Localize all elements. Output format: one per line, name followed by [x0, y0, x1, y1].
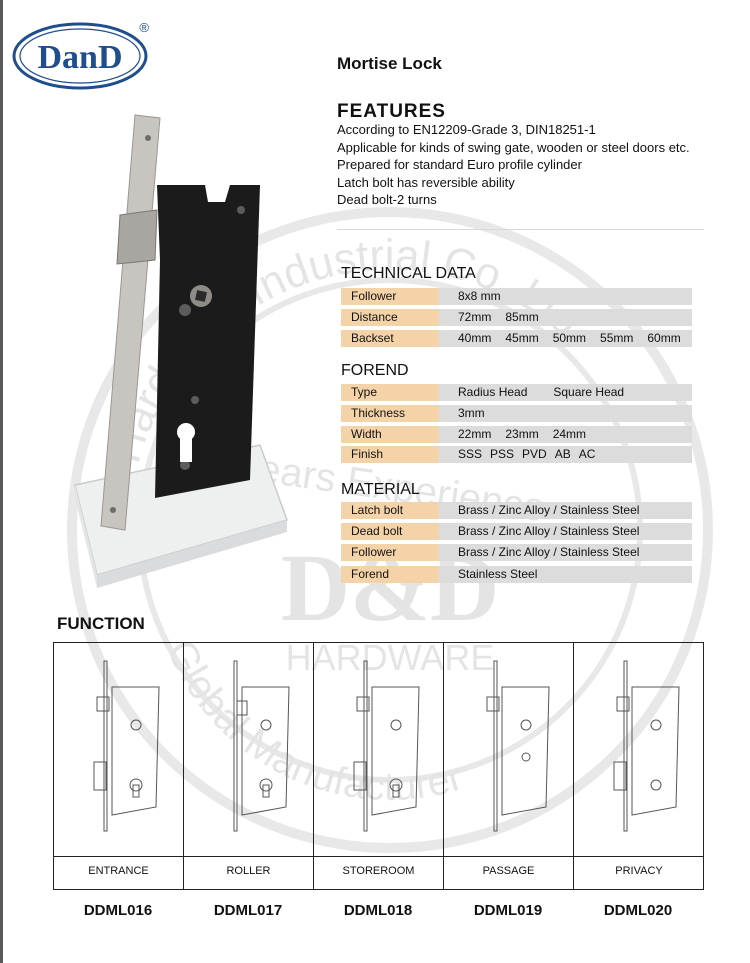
feature-item: Dead bolt-2 turns — [337, 192, 437, 208]
spec-row-dead-bolt: Dead bolt Brass / Zinc Alloy / Stainless… — [341, 523, 692, 540]
function-title: FUNCTION — [57, 614, 145, 633]
spec-row-material-follower: Follower Brass / Zinc Alloy / Stainless … — [341, 544, 692, 561]
mortise-lock-photo — [74, 114, 288, 588]
material-title: MATERIAL — [341, 481, 420, 498]
registered-mark: ® — [139, 20, 149, 35]
function-cell-entrance: ENTRANCE — [54, 643, 184, 889]
lock-diagram-icon — [93, 660, 160, 832]
features-list: According to EN12209-Grade 3, DIN18251-1… — [337, 121, 690, 209]
spec-label: Type — [341, 384, 439, 401]
spec-label: Width — [341, 426, 439, 443]
function-divider — [314, 856, 443, 857]
spec-row-forend: Forend Stainless Steel — [341, 566, 692, 583]
lock-diagram-icon — [486, 660, 550, 832]
function-label: ENTRANCE — [88, 865, 149, 877]
function-label: PRIVACY — [615, 865, 663, 877]
technical-data-title: TECHNICAL DATA — [341, 265, 476, 282]
section-divider — [337, 229, 704, 230]
model-number: DDML020 — [603, 902, 673, 919]
lock-diagram-icon — [233, 660, 290, 832]
lock-diagram-icon — [353, 660, 420, 832]
forend-title: FOREND — [341, 362, 409, 379]
feature-item: According to EN12209-Grade 3, DIN18251-1 — [337, 122, 596, 137]
feature-item: Prepared for standard Euro profile cylin… — [337, 157, 582, 173]
spec-label: Forend — [341, 566, 439, 583]
spec-values: Stainless Steel — [458, 567, 538, 581]
model-number: DDML018 — [343, 902, 413, 919]
function-divider — [54, 856, 183, 857]
spec-label: Finish — [341, 446, 439, 463]
spec-values: 8x8 mm — [458, 289, 501, 303]
spec-label: Follower — [341, 544, 439, 561]
feature-item: Applicable for kinds of swing gate, wood… — [337, 139, 690, 155]
spec-values: Brass / Zinc Alloy / Stainless Steel — [458, 524, 640, 538]
lock-diagram-icon — [613, 660, 680, 832]
function-divider — [184, 856, 313, 857]
spec-label: Distance — [341, 309, 439, 326]
watermark-hardware-text: HARDWARE — [286, 637, 495, 678]
function-label: PASSAGE — [482, 865, 535, 877]
function-cell-roller: ROLLER — [184, 643, 314, 889]
model-number: DDML017 — [213, 902, 283, 919]
spec-row-thickness: Thickness 3mm — [341, 405, 692, 422]
logo-text: DanD — [37, 39, 122, 76]
feature-item: Latch bolt has reversible ability — [337, 174, 515, 190]
spec-values: Brass / Zinc Alloy / Stainless Steel — [458, 503, 640, 517]
spec-label: Latch bolt — [341, 502, 439, 519]
function-label: ROLLER — [226, 865, 271, 877]
spec-label: Thickness — [341, 405, 439, 422]
product-title: Mortise Lock — [337, 54, 442, 73]
spec-row-follower: Follower 8x8 mm — [341, 288, 692, 305]
left-edge-rule — [0, 0, 3, 963]
spec-values: 3mm — [458, 406, 485, 420]
function-table: ENTRANCE ROLLER STOREROOM PASSAGE PRIVAC… — [53, 642, 704, 890]
function-label: STOREROOM — [342, 865, 415, 877]
spec-label: Follower — [341, 288, 439, 305]
function-cell-storeroom: STOREROOM — [314, 643, 444, 889]
spec-values: Brass / Zinc Alloy / Stainless Steel — [458, 545, 640, 559]
brand-logo: DanD ® — [12, 20, 149, 90]
function-divider — [444, 856, 573, 857]
spec-row-latch-bolt: Latch bolt Brass / Zinc Alloy / Stainles… — [341, 502, 692, 519]
function-cell-passage: PASSAGE — [444, 643, 574, 889]
model-number: DDML016 — [83, 902, 153, 919]
function-divider — [574, 856, 704, 857]
model-number: DDML019 — [473, 902, 543, 919]
spec-label: Dead bolt — [341, 523, 439, 540]
features-title: FEATURES — [337, 101, 446, 122]
spec-label: Backset — [341, 330, 439, 347]
function-cell-privacy: PRIVACY — [574, 643, 704, 889]
